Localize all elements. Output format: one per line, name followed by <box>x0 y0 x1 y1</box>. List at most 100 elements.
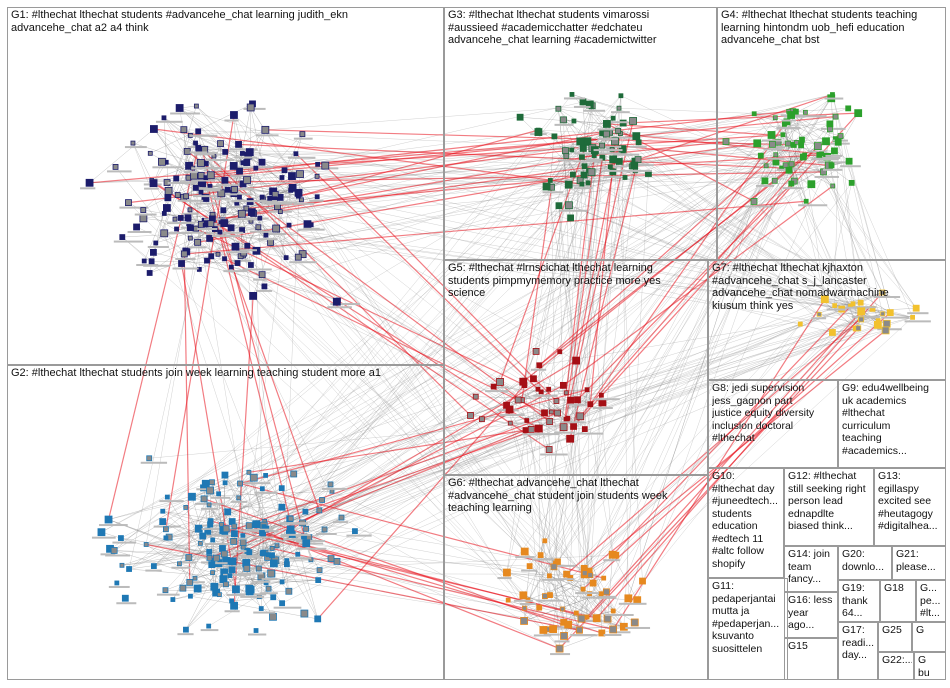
node-label-g2-153 <box>145 569 162 572</box>
edge-intra-g2 <box>182 579 319 589</box>
node-label-g1-134 <box>255 134 279 137</box>
group-label-g3: G3: #lthechat lthechat students vimaross… <box>448 9 657 46</box>
node-g3-56 <box>569 147 575 153</box>
node-g5-13 <box>541 409 548 417</box>
node-g6-22 <box>598 629 606 637</box>
edge-inter <box>546 186 613 555</box>
node-label-g1-15 <box>206 232 227 235</box>
node-g1-21 <box>258 158 266 166</box>
group-label-g15: G15 <box>788 640 808 652</box>
node-label-g1-45 <box>113 240 144 243</box>
edge-intra-g2 <box>179 504 210 564</box>
edge-inter <box>554 136 873 310</box>
node-g3-52 <box>603 120 611 128</box>
node-g2-2 <box>352 528 358 535</box>
edge-inter <box>538 129 779 143</box>
node-g7-11 <box>910 314 916 320</box>
node-label-g3-53 <box>614 153 633 156</box>
node-g1-90 <box>293 151 299 157</box>
node-label-g3-18 <box>603 175 622 178</box>
node-label-g1-24 <box>223 270 248 273</box>
node-g4-43 <box>799 136 805 143</box>
edge-inter <box>589 314 820 571</box>
node-g1-159 <box>202 222 208 228</box>
node-label-g3-9 <box>573 160 602 163</box>
node-g1-158 <box>294 253 302 261</box>
edge-intra-g6 <box>508 599 544 631</box>
node-label-g6-28 <box>625 626 651 629</box>
edge-intra-g1 <box>115 166 185 255</box>
node-label-g3-68 <box>593 149 623 152</box>
node-g2-114 <box>278 503 286 511</box>
node-g4-42 <box>761 177 769 185</box>
node-g1-92 <box>193 103 199 109</box>
node-g1-23 <box>141 258 147 264</box>
node-g5-28 <box>496 378 504 386</box>
node-g7-15 <box>850 301 856 307</box>
group-label-g1: G1: #lthechat lthechat students #advance… <box>11 9 348 34</box>
edge-intra-g3 <box>558 108 571 218</box>
node-g6-36 <box>505 597 511 603</box>
node-g7-20 <box>832 303 838 308</box>
node-g2-20 <box>126 566 132 572</box>
edge-intra-g1 <box>197 242 219 255</box>
edge-intra-g6 <box>607 554 613 619</box>
edge-intra-g6 <box>544 555 616 597</box>
node-g2-17 <box>104 515 113 524</box>
edge-intra-g2 <box>108 519 214 561</box>
node-g1-87 <box>204 257 210 264</box>
edge-intra-g2 <box>153 528 199 567</box>
edge-strong-g5-g3 <box>563 120 634 428</box>
edge-intra-g1 <box>196 105 244 163</box>
edge-inter <box>533 184 569 379</box>
node-g2-47 <box>222 480 228 486</box>
edge-inter <box>185 507 571 579</box>
node-label-g5-35 <box>529 433 560 436</box>
edge-strong-g1-g5 <box>153 182 540 430</box>
node-label-g4-59 <box>810 158 839 161</box>
node-g2-54 <box>265 585 272 592</box>
edge-inter <box>265 421 550 553</box>
edge-strong-g6-g7 <box>582 312 891 590</box>
node-label-g1-29 <box>293 202 315 205</box>
group-label-g5: G5: #lthechat #lrnscichat lthechat learn… <box>448 262 661 299</box>
node-g1-42 <box>133 223 140 231</box>
node-g5-6 <box>587 401 594 408</box>
node-label-g7-5 <box>873 296 901 298</box>
node-label-g1-141 <box>253 278 268 281</box>
node-g7-23 <box>820 295 829 304</box>
edge-intra-g6 <box>508 599 602 634</box>
group-box-g2: G2: #lthechat lthechat students join wee… <box>7 365 444 680</box>
node-g2-71 <box>146 455 153 462</box>
node-g1-136 <box>243 176 251 185</box>
node-label-g2-108 <box>91 536 116 539</box>
node-label-g5-29 <box>568 403 584 406</box>
node-g2-48 <box>327 481 334 488</box>
edge-intra-g1 <box>195 143 200 270</box>
node-label-g2-117 <box>201 507 218 510</box>
edge-inter <box>567 150 835 419</box>
edge-intra-g7 <box>834 302 861 306</box>
edge-inter <box>628 201 755 599</box>
node-g1-45 <box>119 234 126 240</box>
edge-intra-g7 <box>860 292 883 303</box>
node-g1-115 <box>112 163 119 170</box>
node-label-g1-49 <box>255 289 273 292</box>
edge-intra-g2 <box>253 477 269 557</box>
edge-strong-g1-g2 <box>165 114 235 530</box>
node-g4-57 <box>785 166 793 174</box>
node-label-g6-51 <box>603 633 622 636</box>
node-g6-43 <box>519 591 528 600</box>
node-label-g2-79 <box>316 532 337 535</box>
edge-inter <box>546 186 820 315</box>
node-g6-15 <box>536 604 543 611</box>
node-g5-29 <box>574 396 581 404</box>
node-g7-14 <box>880 311 886 317</box>
edge-intra-g1 <box>211 194 276 257</box>
node-g3-57 <box>587 168 596 177</box>
edge-inter <box>218 170 790 564</box>
edge-intra-g2 <box>216 507 283 559</box>
node-label-g1-113 <box>193 187 222 190</box>
node-label-g3-3 <box>557 159 574 162</box>
node-label-g1-88 <box>170 112 200 115</box>
